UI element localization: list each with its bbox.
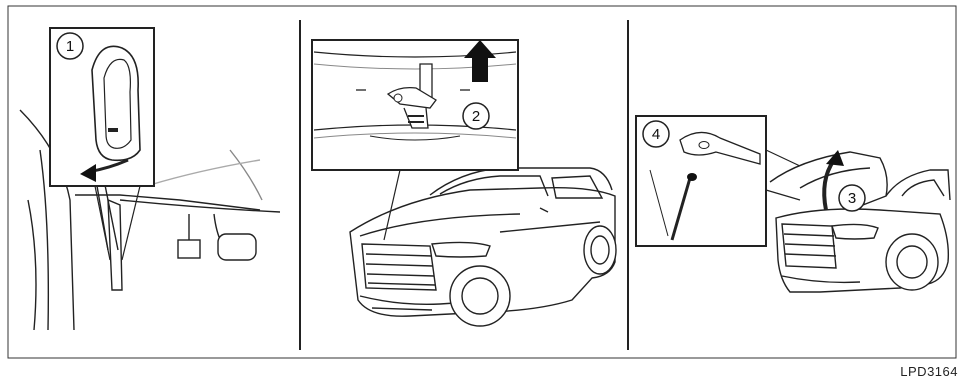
callout-1: 1 [57,33,83,59]
panel-3-suv-hood-open [770,152,950,292]
svg-text:2: 2 [472,108,480,125]
callout-3: 3 [839,185,865,211]
callout-2: 2 [463,103,489,129]
inset-2-latch-closeup [312,40,518,170]
inset-4-leader [766,190,800,200]
svg-text:3: 3 [848,190,856,207]
panel-2-suv-front [350,168,616,326]
callout-4: 4 [643,121,669,147]
figure-code-label: LPD3164 [900,364,958,379]
svg-text:1: 1 [66,38,74,55]
inset-4-leader [766,150,800,166]
inset-1-lever-closeup [50,28,154,260]
svg-text:4: 4 [652,126,660,143]
